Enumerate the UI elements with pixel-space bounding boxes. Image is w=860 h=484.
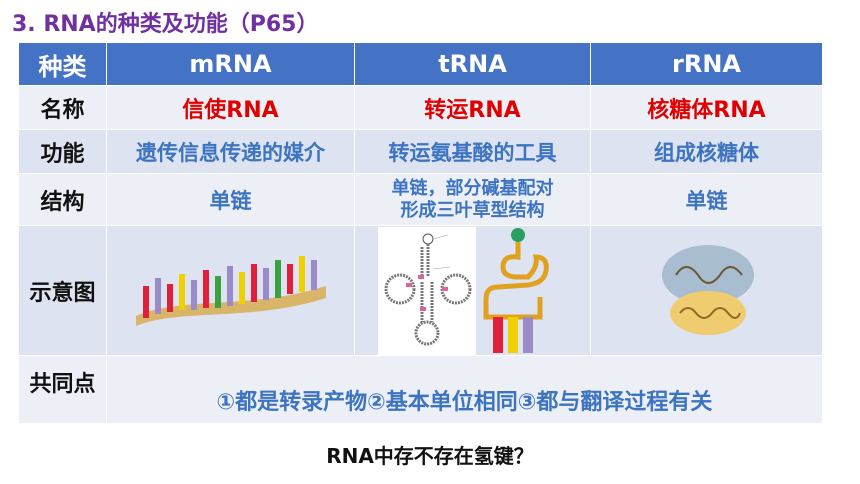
row-label-name: 名称 xyxy=(18,85,107,130)
header-rrna: rRNA xyxy=(590,42,823,86)
trna-name: 转运RNA xyxy=(354,85,591,130)
rna-types-table: 种类 mRNA tRNA rRNA 名称 信使RNA 转运RNA 核糖体RNA … xyxy=(18,42,823,424)
rrna-structure: 单链 xyxy=(590,173,823,226)
trna-structure-line1: 单链，部分碱基配对 xyxy=(391,177,554,199)
question-text: RNA中存不存在氢键？ xyxy=(326,444,534,468)
function-row: 功能 遗传信息传递的媒介 转运氨基酸的工具 组成核糖体 xyxy=(18,129,823,174)
structure-row: 结构 单链 单链，部分碱基配对 形成三叶草型结构 单链 xyxy=(18,173,823,226)
header-mrna: mRNA xyxy=(106,42,355,86)
trna-function: 转运氨基酸的工具 xyxy=(354,129,591,174)
row-label-function: 功能 xyxy=(18,129,107,174)
trna-lshape-illustration xyxy=(483,227,549,353)
name-row: 名称 信使RNA 转运RNA 核糖体RNA xyxy=(18,85,823,130)
rrna-ribosome-illustration xyxy=(661,244,754,335)
trna-diagrams xyxy=(377,226,549,355)
common-row: 共同点 ①都是转录产物②基本单位相同③都与翻译过程有关 xyxy=(18,355,823,424)
rrna-name: 核糖体RNA xyxy=(590,85,823,130)
rrna-diagram-cell xyxy=(590,225,823,356)
header-trna: tRNA xyxy=(354,42,591,86)
row-label-common: 共同点 xyxy=(18,355,107,424)
trna-cloverleaf-diagram xyxy=(377,226,476,355)
trna-structure-line2: 形成三叶草型结构 xyxy=(400,199,545,221)
common-points: ①都是转录产物②基本单位相同③都与翻译过程有关 xyxy=(106,355,823,424)
mrna-structure: 单链 xyxy=(106,173,355,226)
slide-title: 3. RNA的种类及功能（P65） xyxy=(12,12,319,37)
diagram-row: 示意图 xyxy=(18,225,823,356)
mrna-function: 遗传信息传递的媒介 xyxy=(106,129,355,174)
mrna-name: 信使RNA xyxy=(106,85,355,130)
rrna-function: 组成核糖体 xyxy=(590,129,823,174)
row-label-diagram: 示意图 xyxy=(18,225,107,356)
mrna-diagram-cell xyxy=(106,225,355,356)
trna-structure: 单链，部分碱基配对 形成三叶草型结构 xyxy=(354,173,591,226)
mrna-strand-illustration xyxy=(135,255,326,326)
row-label-structure: 结构 xyxy=(18,173,107,226)
header-type: 种类 xyxy=(18,42,107,86)
trna-diagram-cell xyxy=(354,225,591,356)
header-row: 种类 mRNA tRNA rRNA xyxy=(18,42,823,86)
